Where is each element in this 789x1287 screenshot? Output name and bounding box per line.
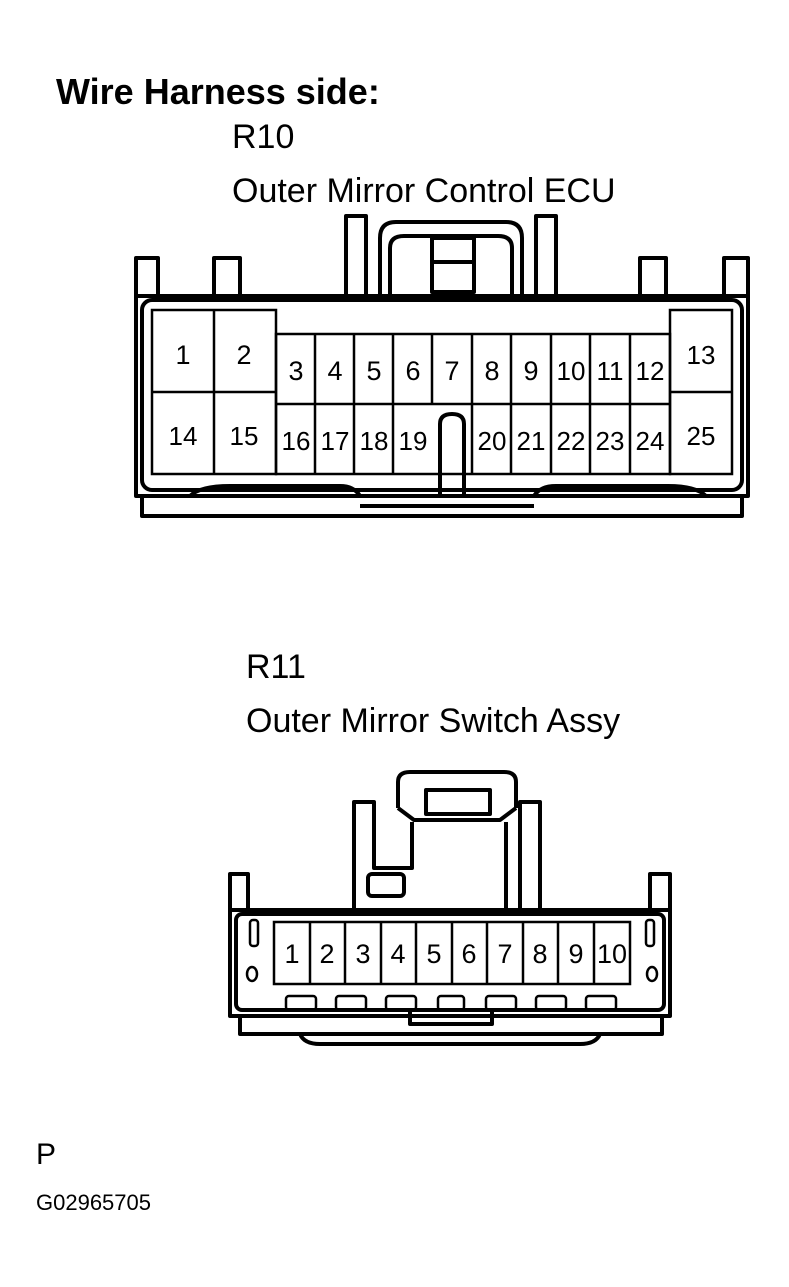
pin-label: 8 [532,939,547,969]
connector-r11-code: R11 [246,648,306,686]
pin-label: 5 [366,356,381,386]
pin-label: 14 [169,421,198,451]
connector-r10-code: R10 [232,118,295,156]
pin-label: 6 [405,356,420,386]
pin-label: 9 [568,939,583,969]
pin-label: 4 [327,356,342,386]
pin-label: 24 [636,426,665,456]
pin-label: 12 [636,356,665,386]
pin-label: 21 [517,426,546,456]
pin-label: 1 [175,340,190,370]
pin-label: 16 [282,426,311,456]
connector-r10-housing [134,214,750,518]
pin-label: 20 [478,426,507,456]
pin-label: 3 [288,356,303,386]
pin-label: 10 [597,939,627,969]
connector-r11-name: Outer Mirror Switch Assy [246,702,621,740]
pin-label: 13 [687,340,716,370]
pin-label: 18 [360,426,389,456]
pin-label: 2 [319,939,334,969]
figure-id: G02965705 [36,1190,151,1215]
pin-label: 25 [687,421,716,451]
page-heading: Wire Harness side: [56,71,380,112]
pin-label: 1 [284,939,299,969]
pin-label: 5 [426,939,441,969]
pin-label: 17 [321,426,350,456]
pin-label: 9 [523,356,538,386]
footer-mark: P [36,1138,57,1171]
pin-label: 11 [597,356,624,386]
pin-label: 7 [497,939,512,969]
pin-label: 6 [461,939,476,969]
pin-label: 3 [355,939,370,969]
connector-r10-name: Outer Mirror Control ECU [232,172,616,210]
pin-label: 4 [390,939,405,969]
pin-label: 15 [230,421,259,451]
pin-label: 2 [236,340,251,370]
pin-label: 22 [557,426,586,456]
connector-r11-pin-grid [245,918,659,1012]
connector-r10-pin-grid [150,308,734,476]
connector-r11-housing [228,770,672,1046]
pin-label: 19 [399,426,428,456]
pin-label: 23 [596,426,625,456]
pin-label: 10 [557,356,586,386]
pin-label: 7 [444,356,459,386]
pin-label: 8 [484,356,499,386]
connector-r10-bottom-pin-labels: 14 15 16 17 18 19 20 21 22 23 24 25 [169,421,716,456]
